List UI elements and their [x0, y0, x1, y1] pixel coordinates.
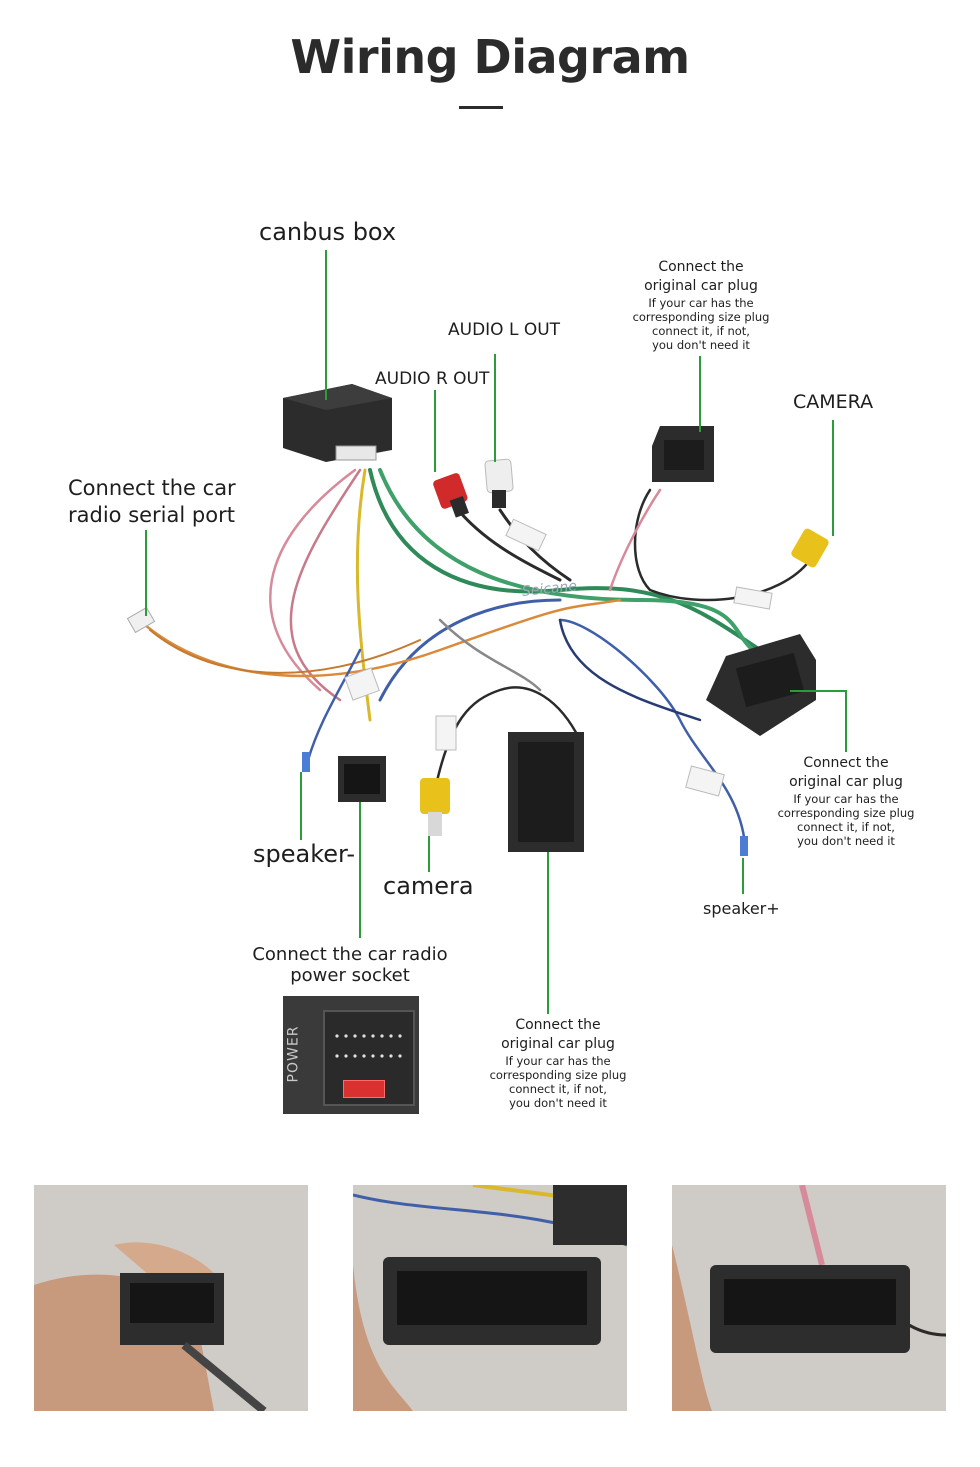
leader-lines — [145, 250, 847, 1014]
top-original-plug — [652, 426, 714, 482]
camera-top-label: CAMERA — [793, 391, 874, 413]
note-detail-3: connect it, if not, — [509, 1082, 607, 1096]
speaker-tag — [344, 667, 380, 701]
note-detail-4: you don't need it — [509, 1096, 607, 1110]
wire-orange-serial — [143, 598, 622, 678]
canbus-box-label: canbus box — [259, 218, 397, 246]
note-detail-2: corresponding size plug — [489, 1068, 627, 1082]
audio-r-out-label: AUDIO R OUT — [375, 369, 490, 389]
wire-speaker-plus — [558, 618, 747, 847]
title-underline — [459, 106, 503, 109]
wire-speaker-minus — [306, 648, 362, 762]
photo-1-art — [34, 1185, 308, 1411]
photo-connector-2 — [353, 1185, 627, 1411]
note-heading-1: Connect the — [515, 1017, 601, 1033]
photo-2-art — [353, 1185, 627, 1411]
top-plug-note: Connect the original car plug If your ca… — [628, 258, 774, 352]
serial-port-label-line2: radio serial port — [68, 503, 235, 527]
camera-top-plug — [791, 528, 829, 568]
photo-connector-3 — [672, 1185, 946, 1411]
note-heading-2: original car plug — [789, 774, 903, 790]
bottom-plug-note: Connect the original car plug If your ca… — [484, 1016, 632, 1110]
wire-green-2 — [378, 468, 772, 662]
power-socket-photo: POWER — [283, 996, 419, 1114]
note-detail-4: you don't need it — [797, 834, 895, 848]
wire-pink-1 — [269, 468, 357, 692]
power-socket-label-line2: power socket — [290, 965, 410, 986]
bottom-original-plug — [508, 732, 584, 852]
note-heading-1: Connect the — [658, 259, 744, 275]
serial-port-label-line1: Connect the car — [68, 476, 236, 500]
fuse — [343, 1080, 385, 1098]
speaker-plus-tag — [685, 765, 725, 797]
power-socket-label-line1: Connect the car radio — [252, 944, 448, 965]
note-detail-1: If your car has the — [648, 296, 754, 310]
photo-3-art — [672, 1185, 946, 1411]
note-detail-3: connect it, if not, — [652, 324, 750, 338]
note-detail-3: connect it, if not, — [797, 820, 895, 834]
audio-tag — [505, 518, 547, 552]
camera-bottom-plug — [420, 778, 450, 836]
audio-l-out-label: AUDIO L OUT — [448, 320, 561, 340]
note-detail-2: corresponding size plug — [777, 806, 915, 820]
audio-r-plug — [433, 473, 469, 518]
camera-tag-top — [733, 586, 773, 610]
note-heading-2: original car plug — [501, 1036, 615, 1052]
right-original-plug — [706, 634, 816, 736]
note-detail-1: If your car has the — [505, 1054, 611, 1068]
wire-top-plug — [608, 488, 662, 592]
photo-connector-1 — [34, 1185, 308, 1411]
page-title: Wiring Diagram — [290, 30, 690, 84]
camera-tag-bottom — [435, 715, 457, 751]
camera-bottom-label: camera — [383, 872, 474, 900]
serial-port-plug — [126, 606, 156, 634]
serial-port-label: Connect the car radio serial port — [68, 475, 236, 529]
note-heading-2: original car plug — [644, 278, 758, 294]
watermark: Seicane — [521, 578, 578, 600]
wire-orange-serial-2 — [149, 629, 421, 674]
wire-audio-2 — [498, 508, 572, 582]
power-socket-label: Connect the car radio power socket — [248, 944, 452, 986]
right-plug-note: Connect the original car plug If your ca… — [772, 754, 920, 848]
power-text: POWER — [285, 1025, 302, 1083]
wire-camera-top — [633, 488, 812, 602]
wire-blue-1 — [378, 598, 562, 702]
wire-green-1 — [368, 468, 762, 652]
speaker-minus-label: speaker- — [253, 840, 356, 868]
wiring-diagram: Seicane — [126, 250, 847, 1014]
note-detail-4: you don't need it — [652, 338, 750, 352]
speaker-plus-tip — [740, 836, 748, 856]
note-detail-1: If your car has the — [793, 792, 899, 806]
note-detail-2: corresponding size plug — [632, 310, 770, 324]
audio-l-plug — [484, 458, 514, 508]
canbus-box — [283, 384, 392, 462]
socket-body — [323, 1010, 415, 1106]
socket-pins — [335, 1034, 402, 1058]
speaker-minus-tip — [302, 752, 310, 772]
note-heading-1: Connect the — [803, 755, 889, 771]
power-socket-plug — [338, 756, 386, 802]
speaker-plus-label: speaker+ — [703, 899, 780, 918]
wire-dark-blue — [558, 618, 702, 722]
wire-grey — [438, 618, 542, 692]
